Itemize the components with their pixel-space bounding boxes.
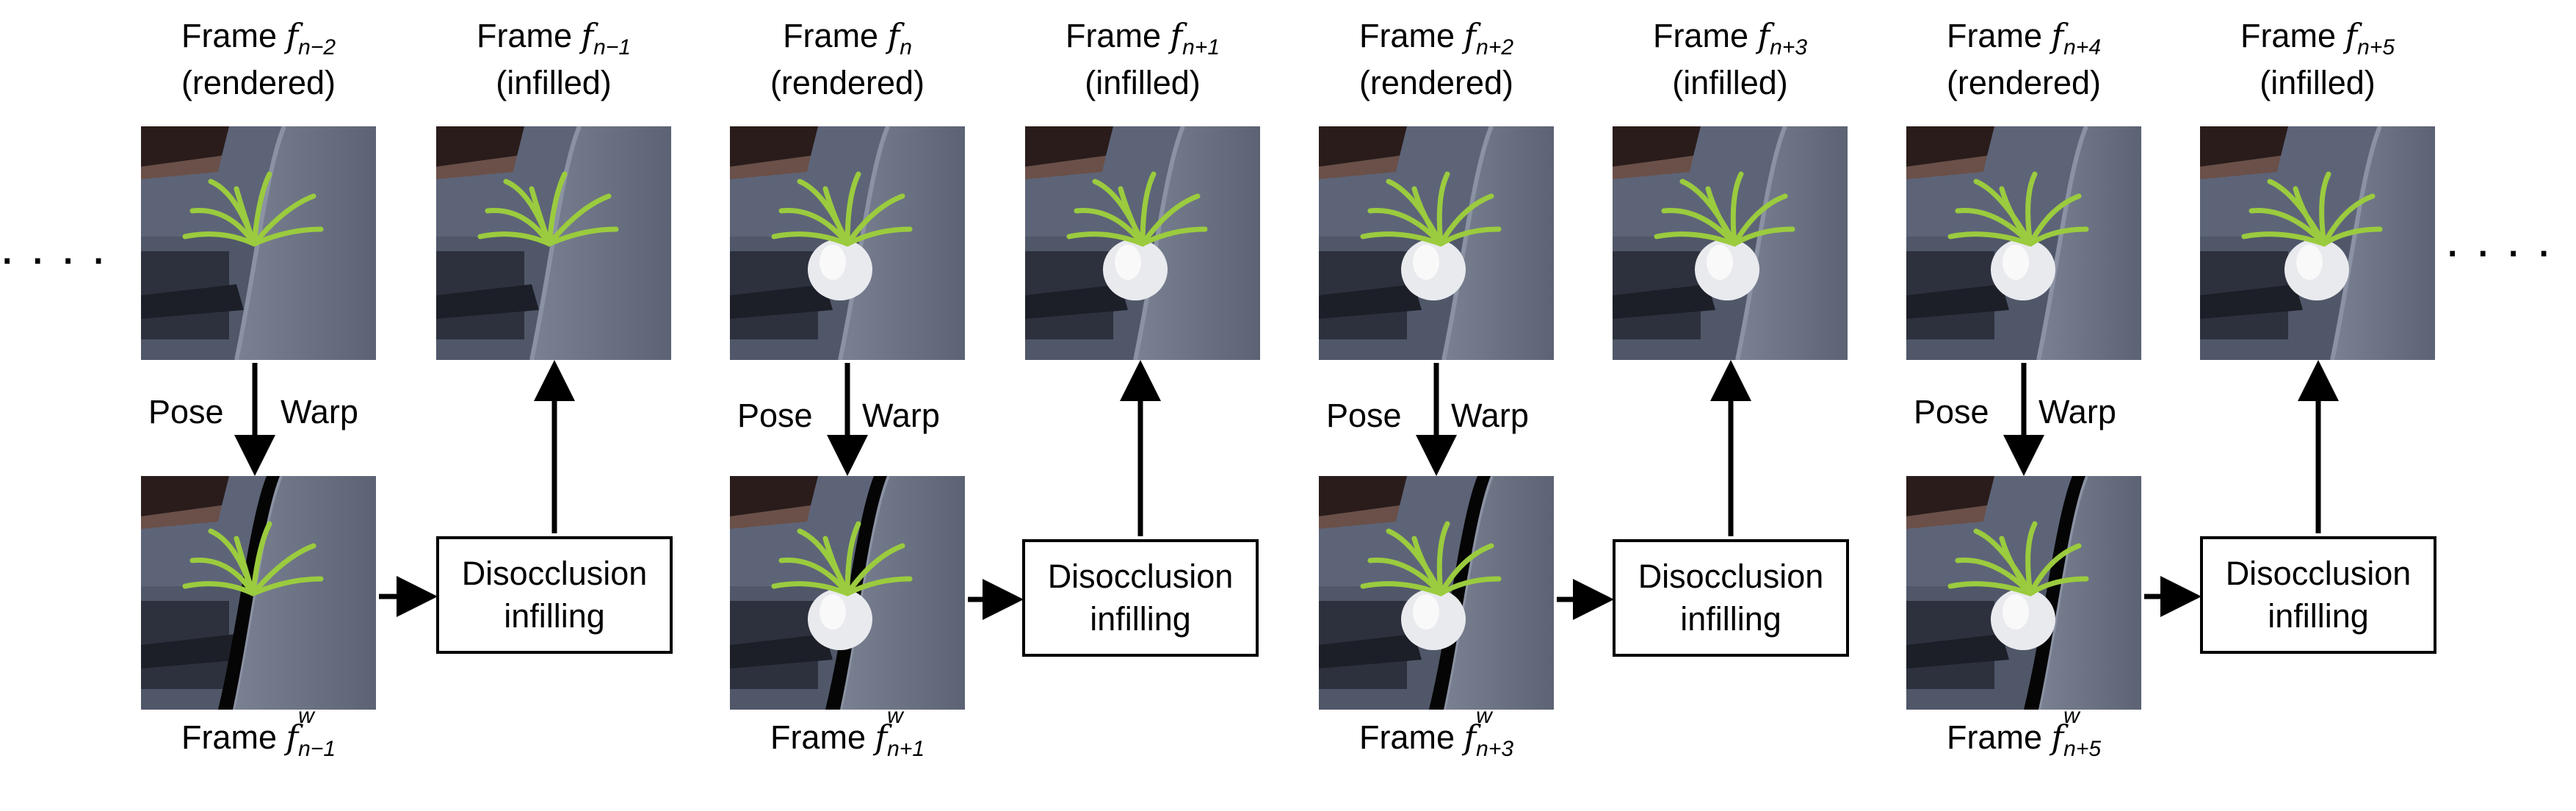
frame-word: Frame [181, 17, 277, 54]
frame-status: (infilled) [1085, 64, 1201, 101]
ellipsis-left: .... [0, 217, 122, 275]
top-frame-label: Frame fn−2 (rendered) [112, 15, 405, 105]
warp-label: Warp [281, 393, 358, 430]
top-frame-label: Frame fn (rendered) [701, 15, 994, 105]
frame-symbol: f [1170, 16, 1183, 55]
frame-symbol: f [286, 16, 299, 55]
frame-word: Frame [181, 718, 277, 756]
frame-status: (rendered) [1358, 64, 1514, 101]
top-frame-label: Frame fn+1 (infilled) [996, 15, 1289, 105]
frame-warp-mark: w [298, 704, 314, 728]
warp-label: Warp [862, 397, 940, 434]
frame-index: n−2 [298, 35, 336, 60]
frame-symbol: f [1757, 16, 1770, 55]
disocclusion-infilling-box: Disocclusion infilling [1613, 539, 1849, 657]
frame-index: n+1 [1182, 35, 1220, 60]
frame-symbol: f [875, 718, 888, 757]
frame-symbol: f [286, 718, 299, 757]
top-frame-label: Frame fn+5 (infilled) [2171, 15, 2464, 105]
frame-warp-mark: w [887, 704, 903, 728]
frame-word: Frame [1358, 17, 1455, 54]
box-line-2: infilling [504, 597, 605, 635]
box-line-1: Disocclusion [1638, 557, 1824, 595]
frame-status: (infilled) [1672, 64, 1788, 101]
frame-word: Frame [2240, 17, 2336, 54]
frame-symbol: f [2051, 718, 2064, 757]
box-line-1: Disocclusion [1047, 557, 1234, 595]
warped-frame-image [1319, 476, 1554, 710]
frame-word: Frame [783, 17, 879, 54]
infilled-frame-image [1025, 126, 1260, 360]
frame-status: (infilled) [496, 64, 612, 101]
frame-symbol: f [2345, 16, 2358, 55]
disocclusion-infilling-box: Disocclusion infilling [1022, 539, 1259, 657]
frame-warp-mark: w [2063, 704, 2080, 728]
frame-word: Frame [1358, 718, 1455, 756]
frame-symbol: f [887, 16, 900, 55]
frame-index: n−1 [593, 35, 632, 60]
frame-symbol: f [581, 16, 594, 55]
frame-status: (rendered) [1946, 64, 2102, 101]
frame-index: n−1 [298, 737, 336, 761]
pose-label: Pose [737, 397, 813, 434]
rendered-frame-image [1906, 126, 2141, 360]
pose-label: Pose [1326, 397, 1402, 434]
warped-frame-image [730, 476, 965, 710]
pose-label: Pose [148, 393, 224, 430]
disocclusion-infilling-box: Disocclusion infilling [436, 536, 673, 654]
pose-label: Pose [1914, 393, 1989, 430]
frame-word: Frame [1946, 17, 2042, 54]
top-frame-label: Frame fn+2 (rendered) [1289, 15, 1583, 105]
infilled-frame-image [1613, 126, 1848, 360]
frame-index: n+2 [1476, 35, 1514, 60]
infilled-frame-image [2200, 126, 2435, 360]
frame-status: (rendered) [770, 64, 925, 101]
frame-index: n+5 [2357, 35, 2395, 60]
frame-index: n+5 [2063, 737, 2102, 761]
frame-word: Frame [476, 17, 572, 54]
frame-word: Frame [1652, 17, 1748, 54]
box-line-1: Disocclusion [461, 554, 648, 592]
frame-word: Frame [1065, 17, 1161, 54]
top-frame-label: Frame fn−1 (infilled) [407, 15, 701, 105]
infilled-frame-image [436, 126, 671, 360]
frame-symbol: f [1464, 16, 1477, 55]
ellipsis-right: .... [2445, 210, 2567, 267]
rendered-frame-image [730, 126, 965, 360]
top-frame-label: Frame fn+3 (infilled) [1583, 15, 1877, 105]
rendered-frame-image [1319, 126, 1554, 360]
frame-index: n+3 [1476, 737, 1514, 761]
frame-status: (infilled) [2260, 64, 2376, 101]
frame-index: n+1 [887, 737, 925, 761]
frame-index: n [900, 35, 912, 60]
top-frame-label: Frame fn+4 (rendered) [1877, 15, 2171, 105]
box-line-2: infilling [1090, 600, 1191, 638]
box-line-2: infilling [1680, 600, 1781, 638]
frame-word: Frame [770, 718, 866, 756]
box-line-2: infilling [2268, 597, 2369, 635]
frame-symbol: f [1464, 718, 1477, 757]
frame-symbol: f [2051, 16, 2064, 55]
box-line-1: Disocclusion [2225, 554, 2412, 592]
warped-frame-image [1906, 476, 2141, 710]
frame-index: n+3 [1770, 35, 1808, 60]
warp-label: Warp [2038, 393, 2116, 430]
frame-index: n+4 [2063, 35, 2102, 60]
warped-frame-image [141, 476, 376, 710]
frame-warp-mark: w [1476, 704, 1492, 728]
warp-label: Warp [1451, 397, 1529, 434]
rendered-frame-image [141, 126, 376, 360]
disocclusion-infilling-box: Disocclusion infilling [2200, 536, 2436, 654]
frame-word: Frame [1946, 718, 2042, 756]
frame-status: (rendered) [181, 64, 336, 101]
